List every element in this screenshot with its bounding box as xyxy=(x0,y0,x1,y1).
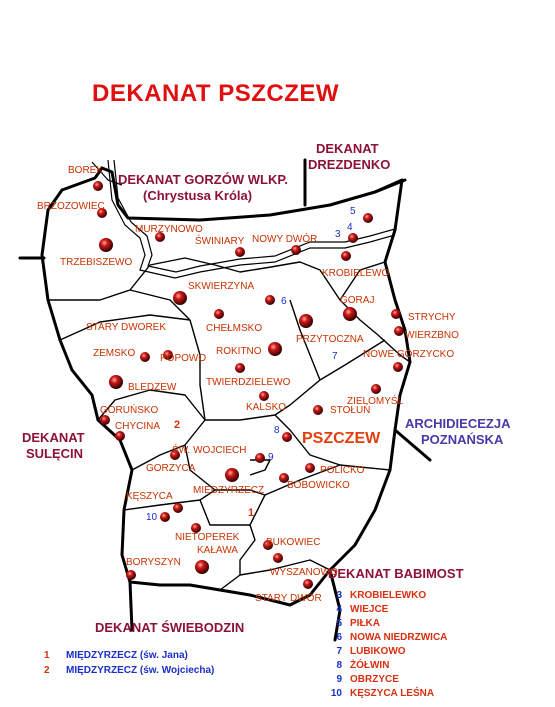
parish-rokitno: ROKITNO xyxy=(216,346,262,357)
parish-borek: BOREK xyxy=(68,165,104,176)
map-number-9: 9 xyxy=(268,452,274,463)
parish-swiniary: ŚWINIARY xyxy=(195,236,245,247)
parish-boryszyn: BORYSZYN xyxy=(126,557,181,568)
parish-nietoperek: NIETOPEREK xyxy=(175,532,240,543)
map-number-3: 3 xyxy=(335,229,341,240)
parish-policko: POLICKO xyxy=(320,465,365,476)
label-dekanat-sulecin: DEKANAT xyxy=(22,430,85,445)
map-number-7: 7 xyxy=(332,351,338,362)
parish-nowy-dwor: NOWY DWÓR xyxy=(252,234,318,245)
parish-bledzew: BLEDZEW xyxy=(128,382,177,393)
parish-chycina: CHYCINA xyxy=(115,421,161,432)
parish-kalsko: KALSKO xyxy=(246,402,287,413)
parish-bukowiec: BUKOWIEC xyxy=(266,537,321,548)
label-pszczew-city: PSZCZEW xyxy=(302,430,381,447)
parish-murzynowo: MURZYNOWO xyxy=(135,224,203,235)
label-dekanat-gorzow-sub: (Chrystusa Króla) xyxy=(143,188,253,203)
parish-twierdzielewo: TWIERDZIELEWO xyxy=(206,377,291,388)
border-babimost xyxy=(328,568,342,642)
parish-miedzyrzecz: MIĘDZYRZECZ xyxy=(193,485,265,496)
parish-chelmsko: CHEŁMSKO xyxy=(206,323,263,334)
label-dekanat-swiebodzin: DEKANAT ŚWIEBODZIN xyxy=(95,620,245,635)
parish-stolun: STOŁUŃ xyxy=(330,405,371,416)
map-number-2: 2 xyxy=(174,419,181,431)
parish-nowe-gorzycko: NOWE GORZYCKO xyxy=(363,349,455,360)
parish-wyszanowo: WYSZANOWO xyxy=(270,567,338,578)
border-swiebodzin xyxy=(128,580,134,632)
parish-zielomysl: ZIELOMYŚL xyxy=(347,396,404,407)
label-sulecin: SULĘCIN xyxy=(26,446,84,461)
label-drezdenko: DREZDENKO xyxy=(308,157,391,172)
parish-stary-dworek: STARY DWOREK xyxy=(86,322,167,333)
map-number-8: 8 xyxy=(274,425,280,436)
map-number-10: 10 xyxy=(146,512,158,523)
parish-kalawa: KAŁAWA xyxy=(197,545,238,556)
parish-gorzyca: GORZYCA xyxy=(146,463,196,474)
parish-trzebiszewo: TRZEBISZEWO xyxy=(60,257,133,268)
parish-zemsko: ZEMSKO xyxy=(93,348,136,359)
map-number-1: 1 xyxy=(248,507,255,519)
parish-skwierzyna: SKWIERZYNA xyxy=(188,281,255,292)
map-number-4: 4 xyxy=(347,222,353,233)
parish-wierzbno: WIERZBNO xyxy=(405,330,459,341)
parish-keszyca: KĘSZYCA xyxy=(126,491,173,502)
border-poznan xyxy=(393,428,432,462)
parish-sw-wojciech: ŚW. WOJCIECH xyxy=(172,445,247,456)
church-markers xyxy=(93,181,404,589)
parish-przytoczna: PRZYTOCZNA xyxy=(296,334,364,345)
label-dekanat-drezdenko: DEKANAT xyxy=(316,141,379,156)
border-drezdenko-east xyxy=(373,178,407,194)
parish-popowo: POPOWO xyxy=(160,353,207,364)
parish-bobowicko: BOBOWICKO xyxy=(287,480,350,491)
parish-brzozowiec: BRZOZOWIEC xyxy=(37,201,105,212)
map-number-6: 6 xyxy=(281,296,287,307)
parish-gorunsko: GORUŃSKO xyxy=(100,405,159,416)
parish-goraj: GORAJ xyxy=(340,295,375,306)
label-poznanska: POZNAŃSKA xyxy=(421,432,504,447)
parish-strychy: STRYCHY xyxy=(408,312,456,323)
label-dekanat-gorzow: DEKANAT GORZÓW WLKP. xyxy=(118,172,288,187)
label-dekanat-babimost: DEKANAT BABIMOST xyxy=(328,566,464,581)
label-archidiecezja: ARCHIDIECEZJA xyxy=(405,416,511,431)
parish-stary-dwor: STARY DWÓR xyxy=(255,593,322,604)
map-number-5: 5 xyxy=(350,206,356,217)
parish-krobielewo: KROBIELEWO xyxy=(322,268,390,279)
map-title: DEKANAT PSZCZEW xyxy=(92,80,340,107)
